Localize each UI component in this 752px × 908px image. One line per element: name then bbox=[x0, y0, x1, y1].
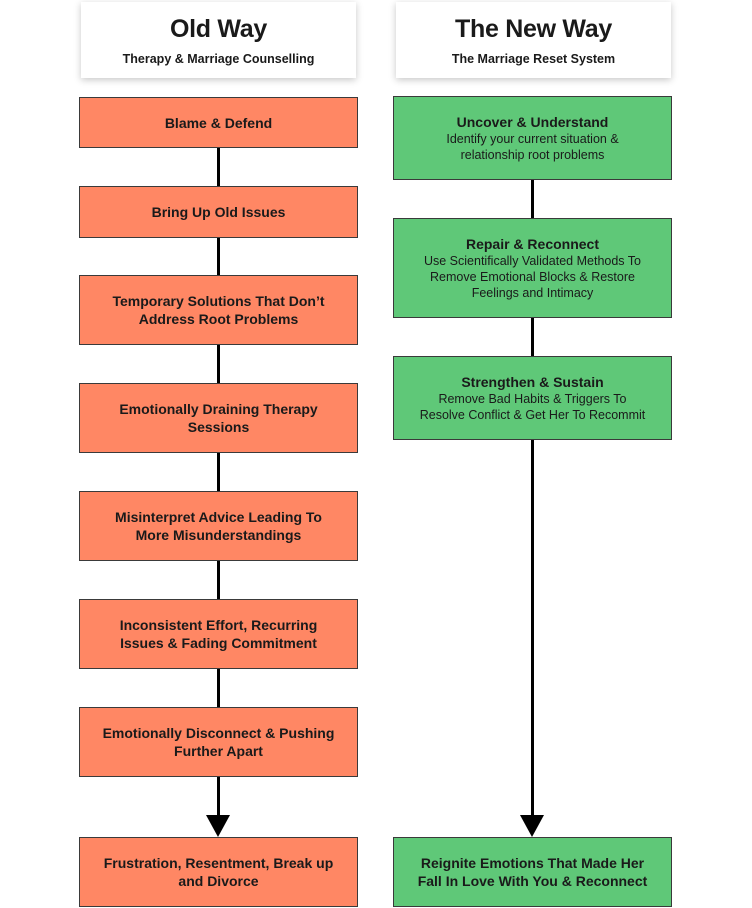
new-step-1-title: Uncover & Understand bbox=[456, 114, 609, 130]
old-step-7-label: Emotionally Disconnect & Pushing Further… bbox=[102, 725, 335, 759]
old-step-6: Inconsistent Effort, Recurring Issues & … bbox=[79, 599, 358, 669]
old-way-title: Old Way bbox=[170, 15, 267, 43]
old-step-6-label: Inconsistent Effort, Recurring Issues & … bbox=[119, 617, 318, 651]
old-step-2-label: Bring Up Old Issues bbox=[151, 204, 286, 220]
new-step-1-desc: Identify your current situation & relati… bbox=[446, 132, 619, 162]
new-step-2-title: Repair & Reconnect bbox=[465, 236, 600, 252]
new-way-subtitle: The Marriage Reset System bbox=[451, 52, 616, 66]
old-connector-4 bbox=[217, 452, 220, 492]
old-step-4-label: Emotionally Draining Therapy Sessions bbox=[119, 401, 318, 435]
new-step-3-title: Strengthen & Sustain bbox=[461, 374, 604, 390]
old-connector-1 bbox=[217, 147, 220, 187]
new-connector-3 bbox=[531, 439, 534, 816]
new-arrowhead bbox=[520, 815, 544, 837]
old-way-header: Old Way Therapy & Marriage Counselling bbox=[81, 2, 356, 78]
old-step-3-label: Temporary Solutions That Don’t Address R… bbox=[112, 293, 325, 327]
old-step-5-label: Misinterpret Advice Leading To More Misu… bbox=[115, 509, 322, 543]
old-connector-6 bbox=[217, 668, 220, 708]
new-way-title: The New Way bbox=[455, 15, 612, 43]
new-connector-2 bbox=[531, 317, 534, 357]
old-step-4: Emotionally Draining Therapy Sessions bbox=[79, 383, 358, 453]
old-connector-5 bbox=[217, 560, 220, 600]
new-way-header: The New Way The Marriage Reset System bbox=[396, 2, 671, 78]
old-arrowhead bbox=[206, 815, 230, 837]
old-way-subtitle: Therapy & Marriage Counselling bbox=[122, 52, 315, 66]
old-step-2: Bring Up Old Issues bbox=[79, 186, 358, 238]
old-step-3: Temporary Solutions That Don’t Address R… bbox=[79, 275, 358, 345]
new-step-2: Repair & Reconnect Use Scientifically Va… bbox=[393, 218, 672, 318]
old-outcome: Frustration, Resentment, Break up and Di… bbox=[79, 837, 358, 907]
old-outcome-label: Frustration, Resentment, Break up and Di… bbox=[103, 855, 334, 889]
new-step-3-desc: Remove Bad Habits & Triggers To Resolve … bbox=[419, 392, 646, 422]
old-step-7: Emotionally Disconnect & Pushing Further… bbox=[79, 707, 358, 777]
old-step-1-label: Blame & Defend bbox=[164, 114, 273, 131]
new-step-2-desc: Use Scientifically Validated Methods To … bbox=[423, 254, 641, 300]
new-outcome-label: Reignite Emotions That Made Her Fall In … bbox=[417, 855, 648, 889]
old-connector-7 bbox=[217, 776, 220, 816]
new-step-1: Uncover & Understand Identify your curre… bbox=[393, 96, 672, 180]
new-connector-1 bbox=[531, 179, 534, 219]
old-step-5: Misinterpret Advice Leading To More Misu… bbox=[79, 491, 358, 561]
old-connector-3 bbox=[217, 344, 220, 384]
old-step-1: Blame & Defend bbox=[79, 97, 358, 148]
new-outcome: Reignite Emotions That Made Her Fall In … bbox=[393, 837, 672, 907]
old-connector-2 bbox=[217, 237, 220, 276]
new-step-3: Strengthen & Sustain Remove Bad Habits &… bbox=[393, 356, 672, 440]
